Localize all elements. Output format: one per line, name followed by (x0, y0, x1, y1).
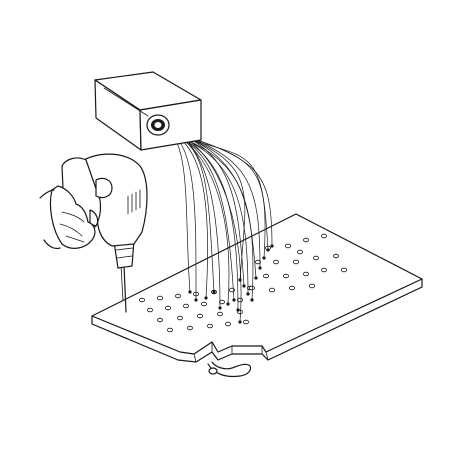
drill-body (79, 153, 148, 247)
fiber-tip (246, 292, 250, 296)
hand-grip (49, 185, 96, 249)
fiber-tip (266, 248, 270, 252)
plate-hole (174, 293, 181, 299)
clamp-knob (208, 367, 218, 375)
drill-trigger (89, 209, 99, 227)
plate-top-surface (91, 213, 423, 355)
plate-hole (200, 301, 207, 307)
plate-hole (302, 271, 309, 277)
plate-holes (138, 233, 347, 333)
fiber-tip (212, 290, 216, 294)
fiber-tip (204, 296, 208, 300)
plate-hole (340, 267, 347, 273)
fiber-tip (194, 298, 198, 302)
fiber-tip (238, 320, 242, 324)
plate-hole (288, 285, 295, 291)
plate-hole (224, 321, 231, 327)
box-front-face (139, 99, 202, 151)
plate-hole (228, 287, 235, 293)
plate-hole (176, 315, 183, 321)
plate-hole (206, 323, 213, 329)
fiber-tip (218, 306, 222, 310)
plate-hole (216, 311, 223, 317)
plate-hole (320, 267, 327, 273)
plate-hole (262, 273, 269, 279)
drill-side-knob (95, 177, 113, 199)
plate-hole (248, 285, 255, 291)
plate-hole (156, 295, 163, 301)
drill-plate (91, 213, 423, 378)
hand-finger-lines (59, 211, 85, 243)
plate-hole (166, 327, 173, 333)
plate-hole (182, 303, 189, 309)
plate-front-edge (91, 278, 423, 363)
aperture-core (154, 122, 162, 128)
optical-fiber (161, 130, 269, 251)
fiber-tip (226, 302, 230, 306)
plate-hole (196, 313, 203, 319)
plate-hole (186, 325, 193, 331)
hand-drill (39, 153, 148, 313)
plate-hole (242, 319, 249, 325)
fiber-tip (188, 290, 192, 294)
plate-hole (272, 259, 279, 265)
plate-hole (156, 317, 163, 323)
fiber-tip (236, 308, 240, 312)
arm-sleeve (39, 189, 61, 250)
plate-hole (218, 299, 225, 305)
plate-hole (268, 287, 275, 293)
plate-hole (254, 259, 261, 265)
fiber-tip (254, 276, 258, 280)
plate-hole (292, 259, 299, 265)
fiber-tip (238, 278, 242, 282)
box-edge-line (103, 87, 149, 117)
plate-hole (164, 305, 171, 311)
plate-hole (312, 255, 319, 261)
drill-vents (127, 189, 141, 215)
laser-source-box (94, 71, 202, 151)
plate-hole (282, 273, 289, 279)
plate-hole (308, 283, 315, 289)
plate-hole (332, 253, 339, 259)
plate-hole (296, 249, 303, 255)
fiber-tip (258, 266, 262, 270)
plate-hole (138, 297, 145, 303)
fiber-tip (250, 298, 254, 302)
fiber-tip (262, 256, 266, 260)
drill-bit-flute (120, 264, 124, 301)
plate-hole (302, 237, 309, 243)
fiber-tip (242, 284, 246, 288)
drill-bit (123, 264, 127, 313)
plate-hole (320, 233, 327, 239)
plate-notch-detail (193, 341, 269, 363)
fiber-tip (232, 298, 236, 302)
chuck-rings (115, 247, 134, 259)
plate-hole (284, 243, 291, 249)
fiber-tip (270, 244, 274, 248)
plate-clamp (207, 361, 252, 378)
plate-hole (146, 307, 153, 313)
optical-fiber (161, 127, 191, 293)
